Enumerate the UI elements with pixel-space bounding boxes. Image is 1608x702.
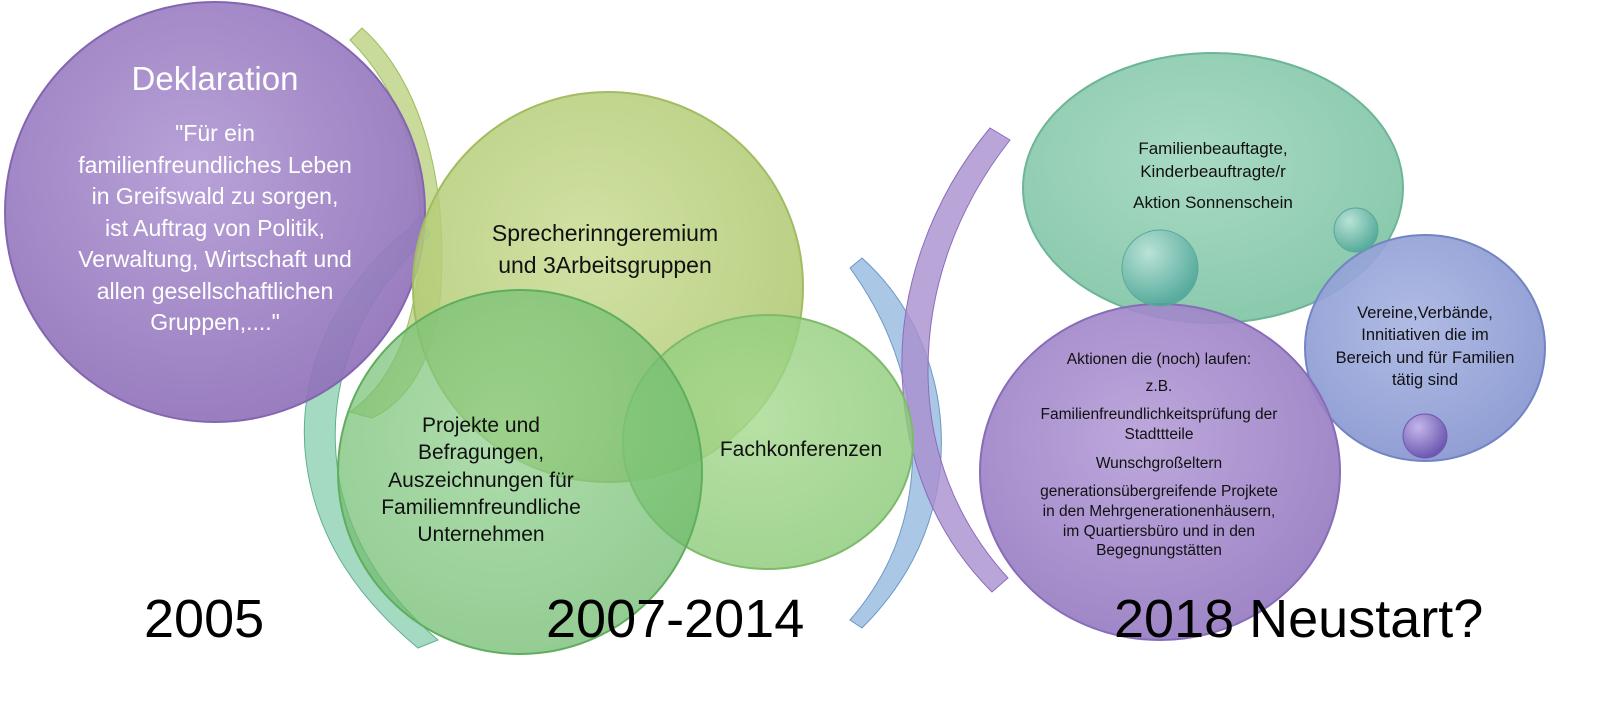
fachkonferenzen-label: Fachkonferenzen [719, 438, 883, 461]
year-2007-2014: 2007-2014 [546, 589, 805, 649]
circle-deklaration [4, 1, 426, 423]
sonnenschein-label: Aktion Sonnenschein [1133, 193, 1293, 212]
aktionen-title: Aktionen die (noch) laufen: [1066, 351, 1252, 368]
sphere-purple-small [1402, 413, 1448, 459]
deklaration-quote: "Für ein familienfreundliches Leben in G… [78, 120, 352, 335]
aktionen-generationen: generationsübergreifende Projkete in den… [1040, 483, 1278, 560]
circle-projekte [337, 289, 703, 655]
aktionen-zb: z.B. [1145, 378, 1173, 395]
beauftragte-label: Familienbeauftagte, Kinderbeauftragte/r [1138, 139, 1288, 181]
deklaration-title: Deklaration [131, 60, 299, 97]
aktionen-wunsch: Wunschgroßeltern [1095, 455, 1223, 472]
projekte-label: Projekte und Befragungen, Auszeichnungen… [381, 414, 581, 547]
year-2018-neustart: 2018 Neustart? [1114, 589, 1484, 649]
ellipse-vereine [1304, 234, 1546, 462]
gremium-label: Sprecherinngeremium und 3Arbeitsgruppen [491, 220, 719, 278]
aktionen-pruefung: Familienfreundlichkeitsprüfung der Stadt… [1040, 406, 1278, 443]
sphere-teal-large [1121, 229, 1199, 307]
year-2005: 2005 [144, 589, 265, 649]
vereine-label: Vereine,Verbände, Innitiativen die im Be… [1335, 304, 1515, 389]
bracket-purple [901, 127, 1011, 593]
sphere-teal-small [1333, 207, 1379, 253]
